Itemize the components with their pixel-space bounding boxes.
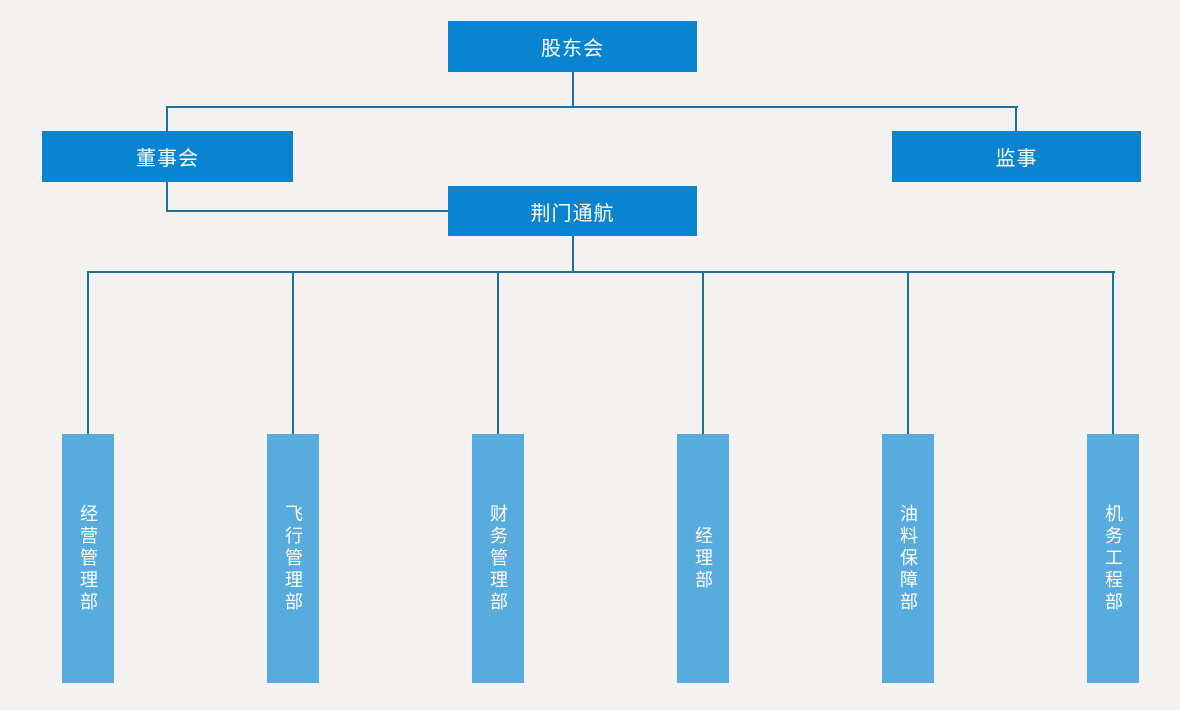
node-board-label: 董事会	[136, 148, 199, 170]
node-shareholders-label: 股东会	[541, 38, 604, 60]
connector-line-drop-dept-1	[87, 271, 89, 435]
node-dept-manager: 经理部	[677, 434, 729, 683]
connector-line-drop-dept-2	[292, 271, 294, 435]
node-company-label: 荆门通航	[530, 202, 615, 225]
node-dept-finance-management: 财务管理部	[472, 434, 524, 683]
node-supervisor: 监事	[892, 131, 1141, 182]
node-dept-manager-label: 经理部	[693, 525, 713, 592]
connector-line-drop-dept-3	[497, 271, 499, 435]
node-dept-maintenance-engineering-label: 机务工程部	[1103, 503, 1123, 614]
node-dept-flight-management-label: 飞行管理部	[283, 503, 303, 614]
node-company: 荆门通航	[448, 186, 697, 236]
node-dept-finance-management-label: 财务管理部	[488, 503, 508, 614]
connector-line-bus-level2	[166, 106, 1018, 108]
connector-line-drop-dept-5	[907, 271, 909, 435]
connector-line-elbow-company	[166, 210, 450, 212]
node-dept-fuel-support-label: 油料保障部	[898, 503, 918, 614]
connector-line-bus-departments	[87, 271, 1115, 273]
node-supervisor-label: 监事	[995, 148, 1038, 170]
node-board: 董事会	[42, 131, 293, 182]
connector-line-stem-company	[572, 235, 574, 273]
node-dept-fuel-support: 油料保障部	[882, 434, 934, 683]
node-dept-operations-management-label: 经营管理部	[78, 503, 98, 614]
node-dept-operations-management: 经营管理部	[62, 434, 114, 683]
connector-line-drop-supervisor	[1015, 106, 1017, 133]
connector-line-drop-dept-4	[702, 271, 704, 435]
node-dept-flight-management: 飞行管理部	[267, 434, 319, 683]
node-shareholders: 股东会	[448, 21, 697, 72]
node-dept-maintenance-engineering: 机务工程部	[1087, 434, 1139, 683]
connector-line-drop-dept-6	[1112, 271, 1114, 435]
connector-line-stem-top	[572, 71, 574, 108]
